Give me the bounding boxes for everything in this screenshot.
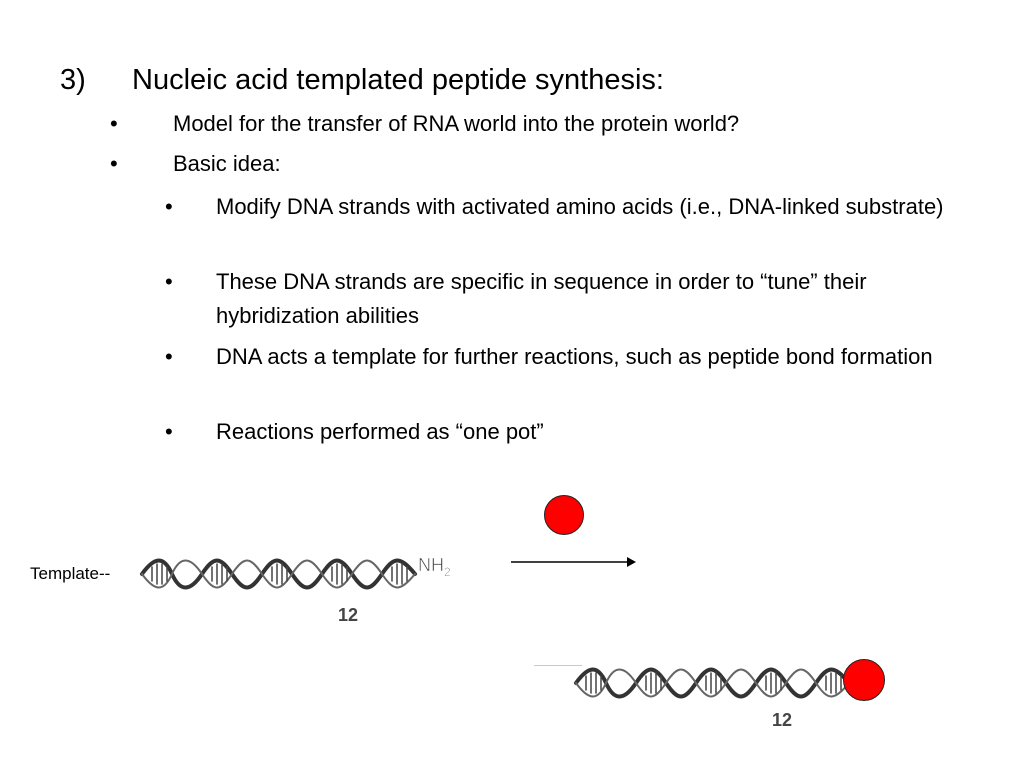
template-label: Template-- bbox=[30, 564, 111, 583]
amine-label: NH2 bbox=[418, 555, 451, 579]
bullet-text: These DNA strands are specific in sequen… bbox=[216, 269, 867, 328]
product-linker-line bbox=[534, 665, 582, 666]
bullet-text: Modify DNA strands with activated amino … bbox=[216, 194, 944, 219]
sub-bullet-item: • Reactions performed as “one pot” bbox=[165, 415, 965, 449]
sub-bullet-item: • Modify DNA strands with activated amin… bbox=[165, 190, 965, 224]
bullet-marker: • bbox=[165, 269, 173, 294]
bullet-marker: • bbox=[165, 194, 173, 219]
amine-main: NH bbox=[418, 555, 444, 575]
sub-bullet-item: • These DNA strands are specific in sequ… bbox=[165, 265, 965, 333]
bullet-marker: • bbox=[165, 344, 173, 369]
bullet-marker: • bbox=[165, 419, 173, 444]
bullet-item: • Model for the transfer of RNA world int… bbox=[110, 108, 739, 140]
slide-heading: 3) Nucleic acid templated peptide synthes… bbox=[60, 60, 664, 100]
amine-sub: 2 bbox=[444, 565, 451, 579]
bullet-item: • Basic idea: bbox=[110, 148, 281, 180]
bullet-text: DNA acts a template for further reaction… bbox=[216, 344, 933, 369]
heading-text: Nucleic acid templated peptide synthesis… bbox=[132, 64, 664, 96]
bullet-marker: • bbox=[110, 151, 118, 176]
strand-count-label: 12 bbox=[338, 605, 358, 625]
sub-bullet-item: • DNA acts a template for further reacti… bbox=[165, 340, 965, 374]
reaction-arrow-icon bbox=[511, 557, 636, 567]
bullet-text: Reactions performed as “one pot” bbox=[216, 419, 544, 444]
product-amino-acid-ball bbox=[843, 659, 885, 701]
amino-acid-ball bbox=[544, 495, 584, 535]
template-dna-strand: NH2 12 bbox=[140, 555, 451, 625]
bullet-text: Basic idea: bbox=[173, 151, 281, 176]
strand-count-label: 12 bbox=[772, 710, 792, 730]
bullet-text: Model for the transfer of RNA world into… bbox=[173, 111, 740, 136]
bullet-marker: • bbox=[110, 111, 118, 136]
heading-number: 3) bbox=[60, 64, 86, 96]
product-dna-strand: 12 bbox=[574, 667, 851, 730]
